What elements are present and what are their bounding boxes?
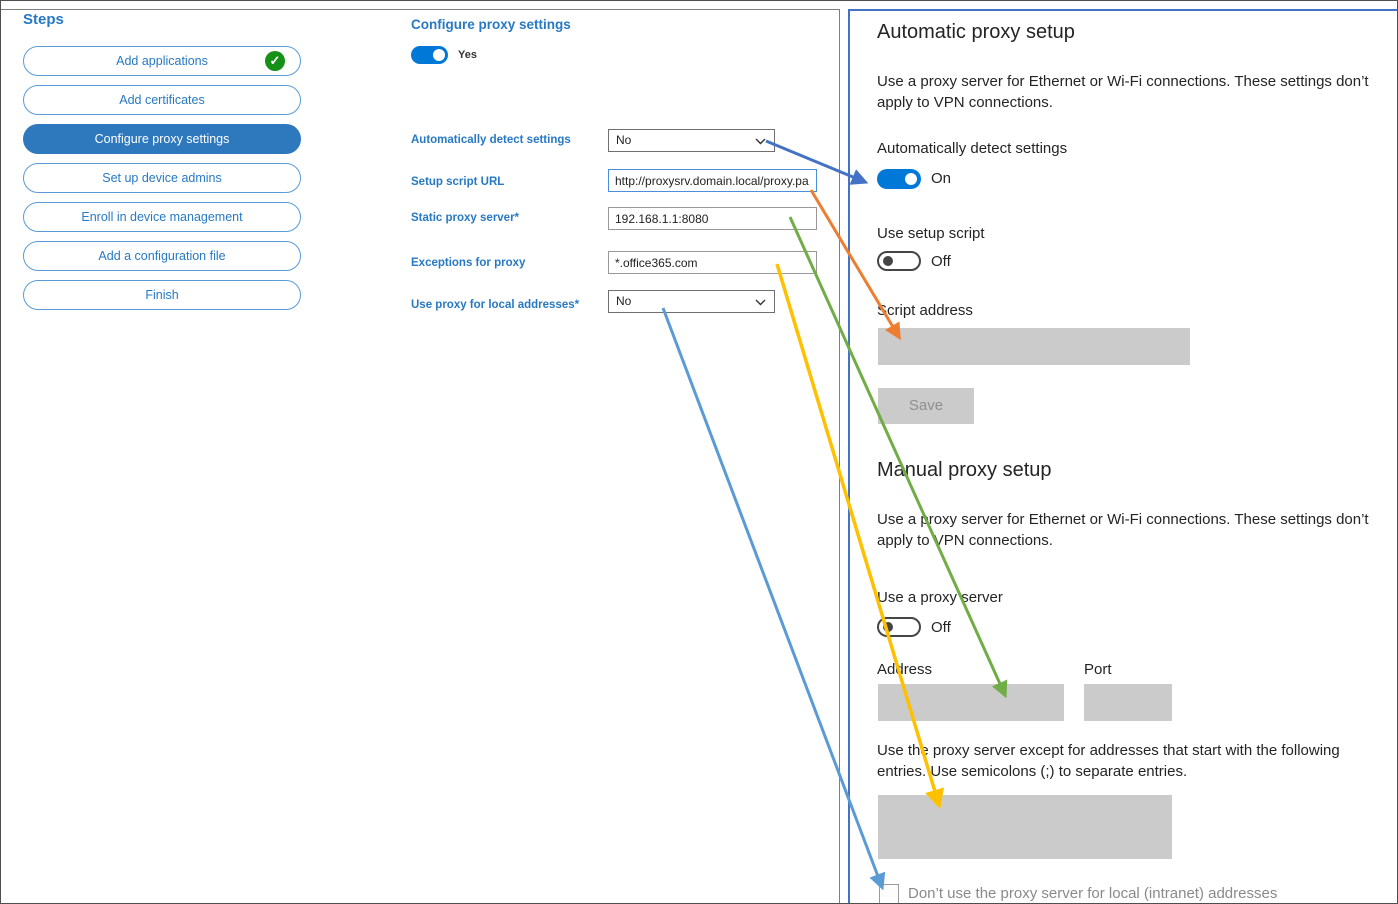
local-intranet-checkbox-label: Don’t use the proxy server for local (in… — [908, 885, 1278, 902]
static-proxy-server-input[interactable] — [608, 207, 817, 230]
setup-script-url-input[interactable] — [608, 169, 817, 192]
proxy-exceptions-description: Use the proxy server except for addresse… — [877, 742, 1340, 780]
steps-title: Steps — [23, 11, 64, 28]
configure-proxy-toggle-label: Yes — [458, 49, 477, 61]
wizard-window-top-border — [1, 9, 840, 10]
port-label: Port — [1084, 661, 1112, 678]
manual-proxy-description: Use a proxy server for Ethernet or Wi-Fi… — [877, 511, 1369, 549]
chevron-down-icon — [755, 138, 766, 145]
toggle-knob — [883, 256, 893, 266]
setup-script-url-label: Setup script URL — [411, 176, 505, 188]
wizard-window-right-border — [839, 9, 840, 903]
local-intranet-checkbox[interactable] — [879, 884, 899, 903]
use-setup-script-state: Off — [931, 253, 951, 270]
exceptions-for-proxy-label: Exceptions for proxy — [411, 257, 526, 269]
use-proxy-local-select[interactable]: No — [608, 290, 775, 313]
automatic-proxy-heading: Automatic proxy setup — [877, 21, 1075, 43]
sidebar-item-enroll-in-device-management[interactable]: Enroll in device management — [23, 202, 301, 232]
sidebar-item-configure-proxy-settings[interactable]: Configure proxy settings — [23, 124, 301, 154]
page-title: Configure proxy settings — [411, 17, 571, 32]
toggle-knob — [905, 173, 917, 185]
use-proxy-server-toggle[interactable] — [877, 617, 921, 637]
sidebar-item-finish[interactable]: Finish — [23, 280, 301, 310]
use-setup-script-label: Use setup script — [877, 225, 985, 242]
use-proxy-server-state: Off — [931, 619, 951, 636]
sidebar-item-add-applications[interactable]: Add applications — [23, 46, 301, 76]
sidebar-item-set-up-device-admins[interactable]: Set up device admins — [23, 163, 301, 193]
exceptions-for-proxy-input[interactable] — [608, 251, 817, 274]
use-proxy-local-value: No — [616, 294, 632, 308]
address-input[interactable] — [878, 684, 1064, 721]
detect-settings-select[interactable]: No — [608, 129, 775, 152]
use-proxy-server-label: Use a proxy server — [877, 589, 1003, 606]
auto-detect-label: Automatically detect settings — [877, 140, 1068, 157]
static-proxy-server-label: Static proxy server* — [411, 212, 520, 224]
automatic-proxy-description: Use a proxy server for Ethernet or Wi-Fi… — [877, 73, 1369, 111]
use-setup-script-toggle[interactable] — [877, 251, 921, 271]
chevron-down-icon — [755, 299, 766, 306]
configure-proxy-toggle[interactable] — [411, 46, 448, 64]
manual-proxy-heading: Manual proxy setup — [877, 459, 1052, 481]
proxy-exceptions-textarea[interactable] — [878, 795, 1172, 859]
address-label: Address — [877, 661, 933, 678]
use-proxy-local-label: Use proxy for local addresses* — [411, 299, 580, 311]
detect-settings-label: Automatically detect settings — [411, 134, 571, 146]
completed-check-icon: ✓ — [265, 51, 285, 71]
auto-detect-toggle[interactable] — [877, 169, 921, 189]
sidebar-item-add-certificates[interactable]: Add certificates — [23, 85, 301, 115]
script-address-label: Script address — [877, 302, 973, 319]
toggle-knob — [433, 49, 445, 61]
save-button[interactable]: Save — [878, 388, 974, 424]
auto-detect-state: On — [931, 170, 952, 187]
toggle-knob — [883, 622, 893, 632]
detect-settings-value: No — [616, 133, 632, 147]
script-address-input[interactable] — [878, 328, 1190, 365]
port-input[interactable] — [1084, 684, 1172, 721]
sidebar-item-add-a-configuration-file[interactable]: Add a configuration file — [23, 241, 301, 271]
